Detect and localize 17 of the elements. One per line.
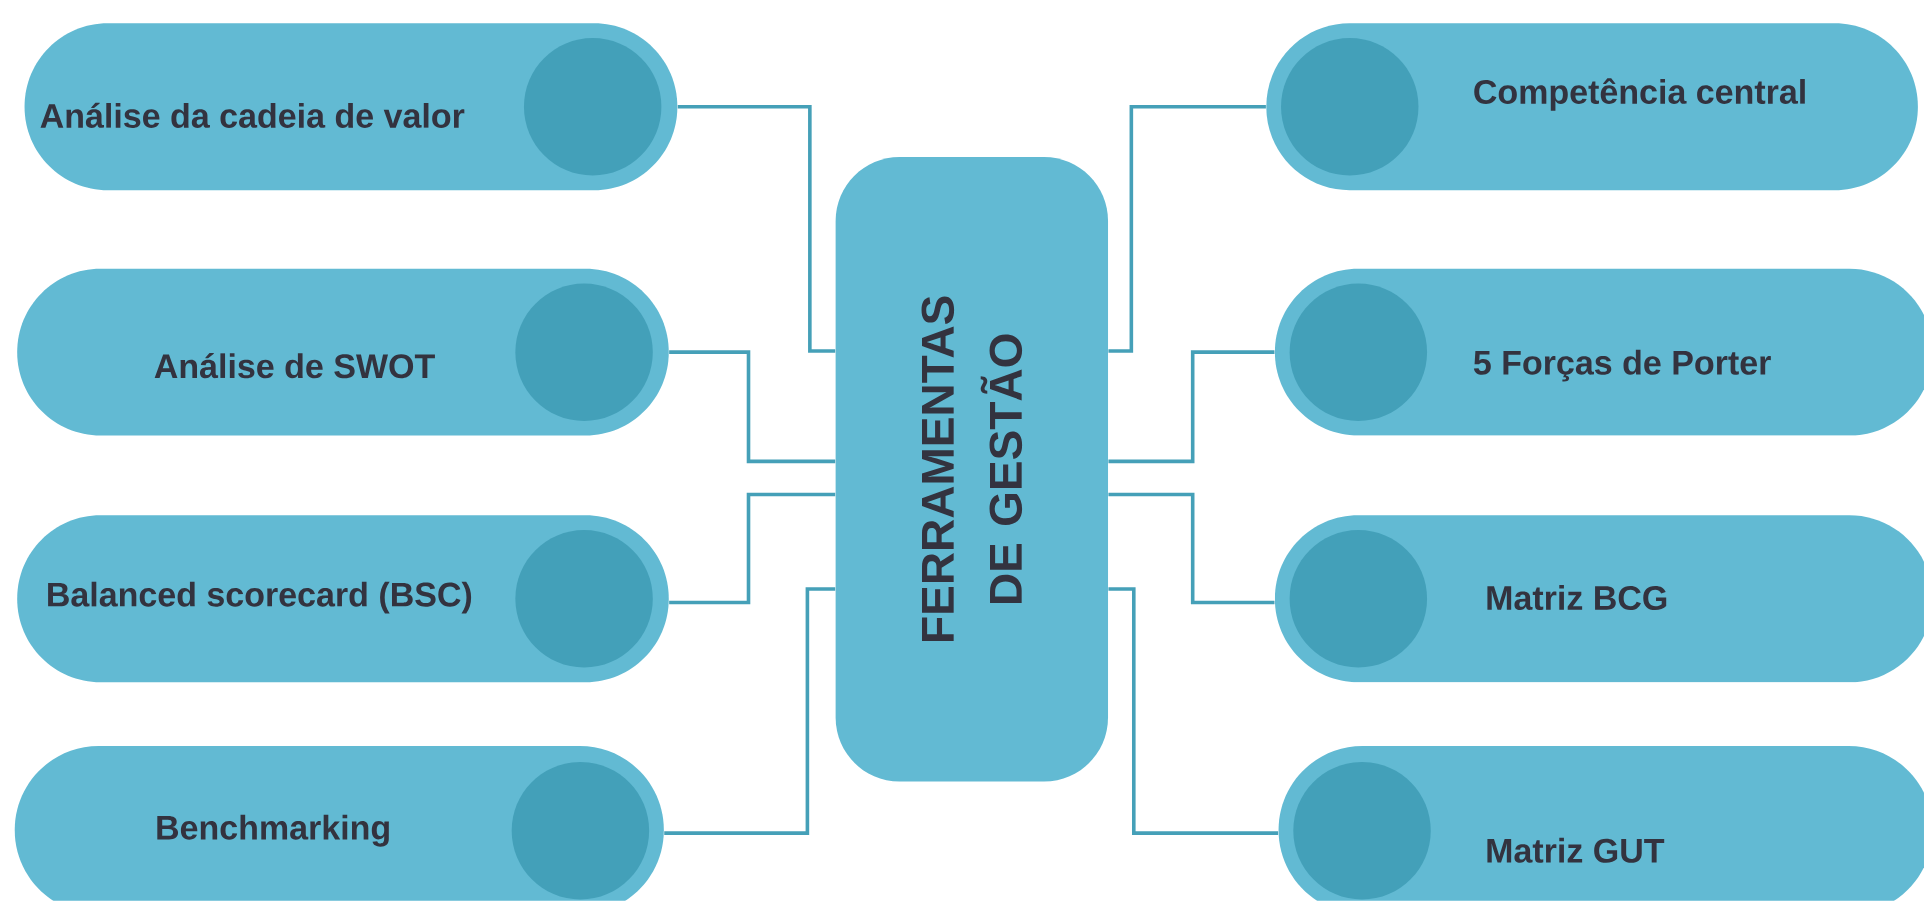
connector-line	[1108, 350, 1275, 464]
tool-pill: Balanced scorecard (BSC)	[17, 515, 669, 683]
connector-line	[677, 105, 836, 353]
connector-line	[669, 492, 836, 605]
tool-pill: Análise de SWOT	[17, 268, 669, 436]
connector-line	[1108, 105, 1266, 353]
tool-pill: 5 Forças de Porter	[1274, 268, 1924, 436]
tool-pill: Matriz GUT	[1278, 746, 1924, 901]
tool-pill: Benchmarking	[14, 746, 664, 901]
tool-pill: Matriz BCG	[1274, 515, 1924, 683]
connector-line	[1108, 587, 1279, 836]
connector-line	[669, 350, 836, 464]
connector-line	[664, 587, 836, 836]
tool-pill: Análise da cadeia de valor	[24, 23, 678, 191]
central-box: FERRAMENTAS DE GESTÃO	[835, 157, 1109, 782]
tool-pill: Competência central	[1266, 23, 1918, 191]
connector-line	[1108, 492, 1275, 605]
